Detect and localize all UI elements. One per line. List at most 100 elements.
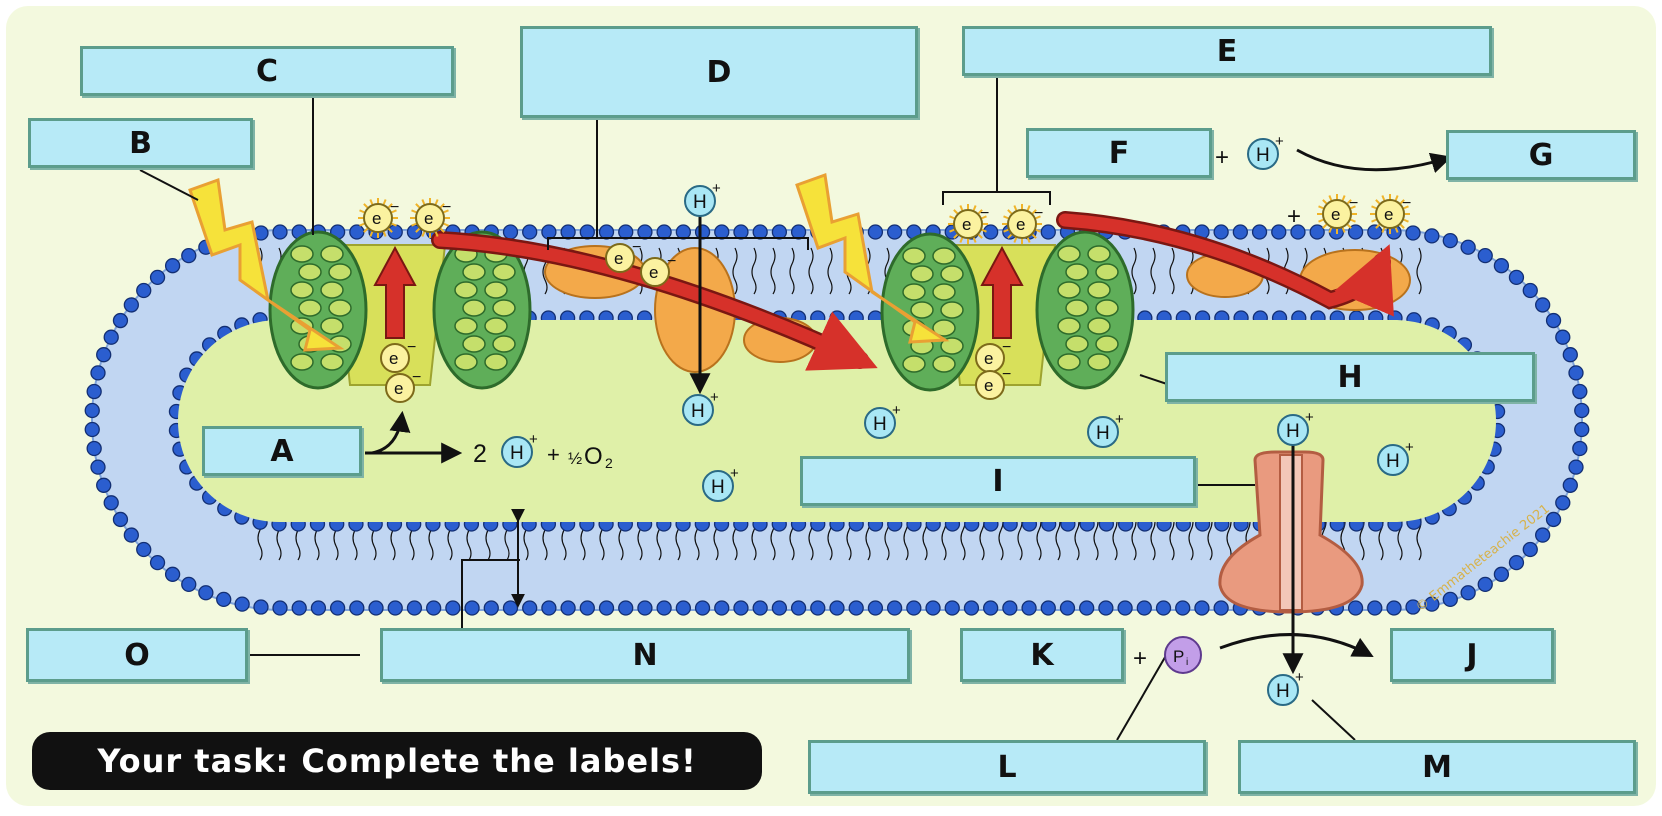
phospholipid-head (96, 477, 112, 493)
label-box-b[interactable]: B (28, 118, 253, 168)
electron-transport-arrow-2 (1058, 213, 1394, 317)
svg-text:+: + (1295, 669, 1304, 686)
phospholipid-head (349, 224, 365, 240)
chlorophyll-dot (328, 263, 352, 281)
phospholipid-head (502, 224, 519, 240)
label-box-g[interactable]: G (1446, 130, 1636, 180)
phospholipid-head (96, 347, 112, 363)
phospholipid-head (1059, 600, 1076, 616)
task-instruction: Your task: Complete the labels! (32, 732, 762, 790)
svg-text:−: − (667, 253, 676, 270)
label-box-n[interactable]: N (380, 628, 910, 682)
svg-text:H: H (1286, 421, 1300, 442)
svg-text:e: e (1331, 205, 1340, 224)
chlorophyll-dot (1057, 245, 1081, 263)
plus-sign-k: + (1133, 645, 1147, 672)
label-box-m[interactable]: M (1238, 740, 1636, 794)
phospholipid-head (522, 600, 538, 616)
electron-transport-arrow-1 (433, 233, 878, 371)
chlorophyll-dot (1057, 317, 1081, 335)
phospholipid-head (1290, 224, 1306, 240)
eq-o2: O (584, 443, 603, 470)
svg-text:+: + (1305, 409, 1314, 426)
chlorophyll-dot (484, 317, 508, 335)
phospholipid-head (752, 224, 768, 240)
phospholipid-head (1098, 600, 1114, 616)
phospholipid-head (522, 224, 538, 240)
label-box-d[interactable]: D (520, 26, 918, 118)
svg-text:−: − (390, 199, 399, 216)
phospholipid-head (272, 600, 288, 616)
svg-text:−: − (1034, 205, 1043, 222)
phospholipid-head (1271, 224, 1287, 240)
chlorophyll-dot (492, 299, 516, 317)
label-box-e[interactable]: E (962, 26, 1492, 76)
phospholipid-head (198, 585, 214, 601)
chlorophyll-dot (1057, 353, 1081, 371)
phospholipid-head (656, 224, 672, 240)
phospholipid-head (164, 566, 181, 582)
phospholipid-head (925, 600, 941, 616)
chlorophyll-dot (910, 301, 934, 319)
phospholipid-head (1477, 247, 1493, 264)
chlorophyll-dot (320, 281, 344, 299)
label-box-j[interactable]: J (1390, 628, 1554, 682)
hydrogen-ion: H+ (684, 180, 721, 217)
phospholipid-head (253, 599, 269, 615)
chlorophyll-dot (492, 335, 516, 353)
svg-text:H: H (1276, 681, 1290, 702)
hydrogen-ion: H+ (1277, 409, 1314, 446)
phospholipid-head (1155, 600, 1172, 616)
phospholipid-head (1424, 228, 1440, 244)
hydrogen-ion: H+ (864, 402, 901, 439)
phospholipid-head (272, 224, 288, 240)
phospholipid-head (84, 402, 100, 419)
phospholipid-head (983, 224, 999, 240)
phospholipid-head (216, 591, 232, 608)
svg-text:e: e (372, 209, 381, 228)
phospholipid-tail (751, 247, 757, 295)
label-box-k[interactable]: K (960, 628, 1124, 682)
phospholipid-head (464, 600, 480, 616)
phospholipid-head (387, 224, 403, 240)
label-box-c[interactable]: C (80, 46, 454, 96)
phospholipid-head (1460, 585, 1476, 601)
svg-text:−: − (407, 339, 416, 356)
chlorophyll-dot (940, 265, 964, 283)
eq-plus: + (547, 442, 560, 467)
label-box-i[interactable]: I (800, 456, 1196, 506)
chlorophyll-dot (462, 299, 486, 317)
electron: e− (1317, 194, 1358, 234)
phospholipid-head (771, 600, 788, 616)
phospholipid-head (291, 600, 307, 616)
svg-text:H: H (693, 192, 707, 213)
label-box-f[interactable]: F (1026, 128, 1212, 178)
phospholipid-head (310, 600, 327, 616)
plus-sign-electrons: + (1287, 203, 1301, 230)
phospholipid-head (136, 541, 152, 558)
phospholipid-head (112, 511, 129, 528)
phospholipid-head (1347, 224, 1364, 240)
svg-text:+: + (730, 465, 739, 482)
phospholipid-head (136, 282, 152, 299)
phospholipid-head (963, 600, 980, 616)
phospholipid-head (502, 600, 519, 616)
photosystem-i (880, 230, 1135, 392)
phospholipid-tail (808, 247, 814, 295)
label-box-o[interactable]: O (26, 628, 248, 682)
phospholipid-head (1367, 224, 1383, 240)
label-box-a[interactable]: A (202, 426, 362, 476)
phospholipid-head (1117, 600, 1133, 616)
photosystem-ii (268, 230, 532, 390)
phospholipid-head (541, 224, 557, 240)
hydrogen-ion: H+ (1267, 669, 1304, 706)
phospholipid-head (1040, 600, 1056, 616)
label-box-h[interactable]: H (1165, 352, 1535, 402)
phospholipid-head (771, 224, 788, 240)
phospholipid-head (944, 600, 960, 616)
phospholipid-head (1405, 599, 1421, 615)
svg-text:+: + (529, 431, 538, 448)
label-box-l[interactable]: L (808, 740, 1206, 794)
phospholipid-head (560, 600, 576, 616)
phospholipid-head (1574, 402, 1590, 419)
